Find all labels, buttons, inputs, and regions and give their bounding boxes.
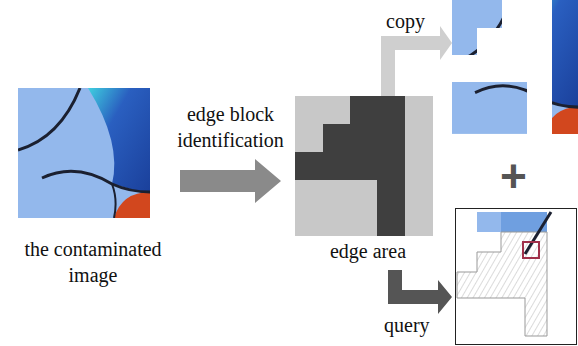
copy-arrow — [381, 26, 452, 96]
image-caption: the contaminated image — [8, 236, 178, 288]
image-node: the contaminated image — [8, 86, 178, 296]
copied-blocks — [452, 0, 578, 134]
arrow-label: copy — [386, 10, 425, 33]
edge-area-grid — [295, 96, 433, 236]
query-arrow — [388, 270, 452, 314]
block-arrow — [180, 159, 281, 203]
arrow-label: query — [384, 314, 430, 337]
edge-label: edge block identification — [161, 101, 301, 153]
contaminated-image — [18, 88, 150, 218]
image-node: edge area — [283, 94, 453, 266]
queried-blocks — [455, 208, 577, 345]
image-caption: edge area — [283, 238, 453, 264]
plus-sign: + — [500, 150, 527, 203]
